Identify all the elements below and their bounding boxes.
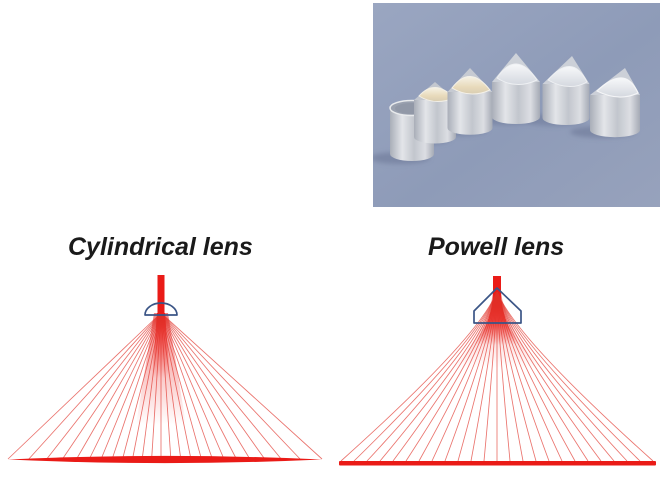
ray-line: [379, 290, 498, 462]
ray-line: [122, 312, 162, 460]
ray-line: [62, 312, 162, 460]
photo-lens-5: [542, 56, 590, 125]
ray-line: [28, 312, 162, 460]
ray-line: [496, 290, 537, 462]
photo-lens-3: [447, 68, 493, 135]
ray-line: [160, 312, 282, 460]
cylindrical-lens-outline: [144, 302, 178, 316]
ray-line: [100, 312, 162, 460]
photo-lens-2: [414, 82, 456, 144]
cylindrical-lens-diagram: [7, 275, 323, 464]
ray-line: [457, 290, 498, 462]
ray-line: [470, 290, 498, 462]
ray-line: [431, 290, 498, 462]
ray-line: [496, 290, 615, 462]
ray-line: [160, 312, 237, 460]
ray-line: [88, 312, 162, 460]
ray-line: [353, 290, 498, 462]
powell-lens-outline: [473, 287, 522, 324]
ray-line: [496, 290, 654, 462]
cylindrical-lens-title: Cylindrical lens: [68, 233, 253, 261]
ray-line: [405, 290, 498, 462]
powell-lens-diagram: [339, 276, 656, 466]
ray-line: [160, 312, 323, 460]
ray-line: [7, 312, 162, 460]
uniform-line-profile: [339, 461, 656, 466]
ray-line: [160, 312, 251, 460]
ray-line: [160, 312, 172, 460]
ray-line: [141, 312, 162, 460]
ray-line: [160, 312, 182, 460]
photo-lens-6: [590, 68, 640, 138]
ray-line: [418, 290, 498, 462]
ray-line: [483, 290, 498, 462]
ray-line: [340, 290, 498, 462]
ray-line: [111, 312, 162, 460]
powell-lens-title: Powell lens: [428, 233, 565, 261]
ray-line: [444, 290, 498, 462]
input-beam: [493, 276, 501, 292]
powell-lens-family-photo: [373, 3, 660, 207]
ray-line: [46, 312, 162, 460]
input-beam: [157, 275, 165, 316]
ray-line: [160, 312, 202, 460]
ray-line: [160, 312, 225, 460]
photo-lens-4: [492, 53, 540, 124]
ray-line: [496, 290, 628, 462]
ray-line: [132, 312, 162, 460]
ray-line: [160, 312, 213, 460]
ray-line: [160, 312, 301, 460]
ray-line: [392, 290, 498, 462]
ray-line: [496, 290, 602, 462]
ray-line: [151, 312, 162, 460]
gaussian-line-profile: [8, 455, 322, 464]
ray-line: [366, 290, 498, 462]
ray-line: [496, 290, 524, 462]
ray-line: [160, 312, 192, 460]
ray-line: [496, 290, 511, 462]
ray-line: [160, 312, 266, 460]
ray-line: [76, 312, 162, 460]
